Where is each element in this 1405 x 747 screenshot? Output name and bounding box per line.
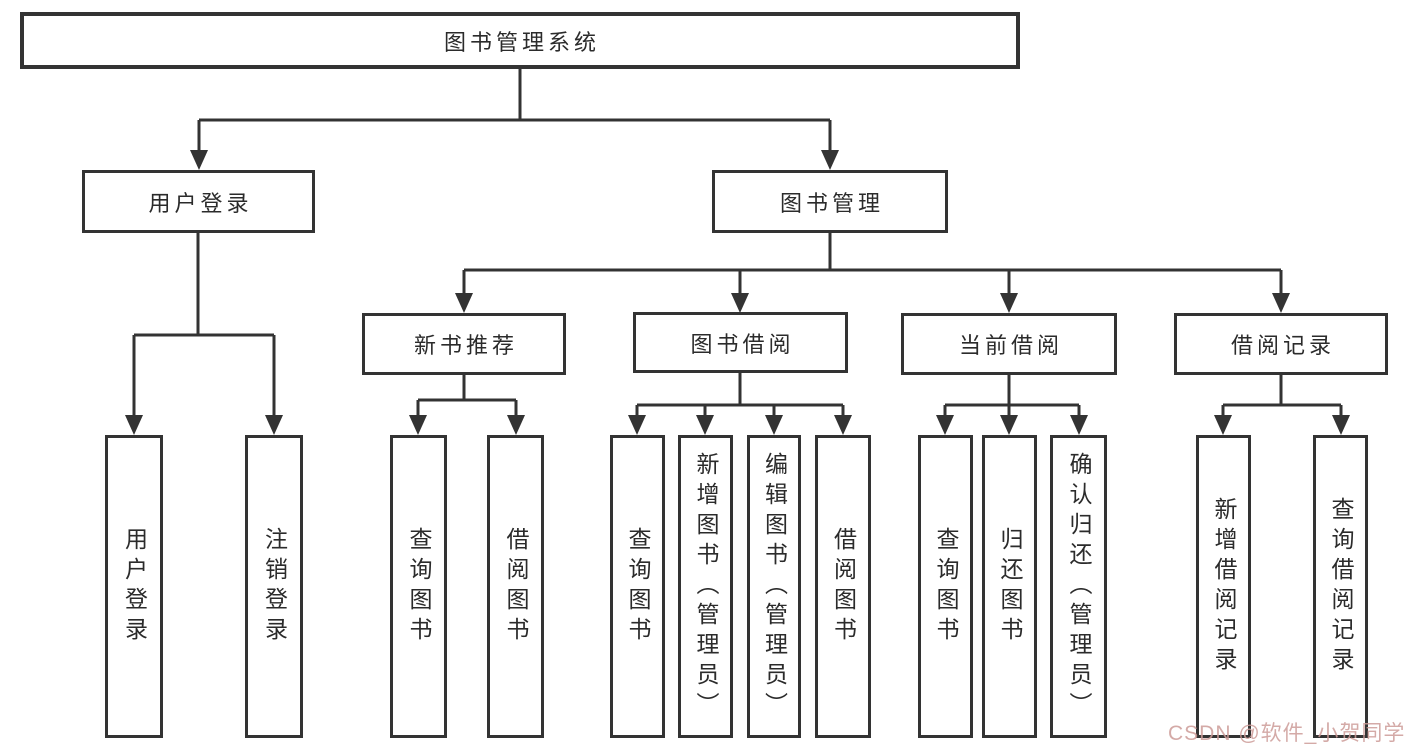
leaf-query-book-rec: 查询图书 — [390, 435, 447, 738]
node-borrow-records: 借阅记录 — [1174, 313, 1388, 375]
leaf-query-borrow-record-label: 查询借阅记录 — [1328, 496, 1354, 677]
leaf-edit-book: 编辑图书（管理员） — [747, 435, 801, 738]
arrow-down-icon — [1000, 415, 1018, 435]
leaf-add-book-label: 新增图书（管理员） — [693, 451, 719, 722]
arrow-down-icon — [507, 415, 525, 435]
leaf-return-book: 归还图书 — [982, 435, 1037, 738]
leaf-user-login-label: 用户登录 — [121, 526, 148, 647]
leaf-logout-label: 注销登录 — [261, 526, 288, 647]
arrow-down-icon — [1214, 415, 1232, 435]
arrow-down-icon — [1000, 293, 1018, 313]
node-new-book-rec: 新书推荐 — [362, 313, 566, 375]
leaf-user-login: 用户登录 — [105, 435, 163, 738]
node-borrow-records-label: 借阅记录 — [1230, 333, 1335, 358]
leaf-borrow-book-rec: 借阅图书 — [487, 435, 544, 738]
arrow-down-icon — [125, 415, 143, 435]
arrow-down-icon — [936, 415, 954, 435]
leaf-query-book-rec-label: 查询图书 — [406, 526, 432, 647]
leaf-borrow-book-borrow: 借阅图书 — [815, 435, 871, 738]
arrow-down-icon — [765, 415, 783, 435]
node-root: 图书管理系统 — [20, 12, 1020, 69]
leaf-confirm-return-label: 确认归还（管理员） — [1066, 451, 1092, 722]
arrow-down-icon — [1070, 415, 1088, 435]
arrow-down-icon — [1332, 415, 1350, 435]
connector-book-borrow — [635, 373, 845, 417]
leaf-query-book-borrow-label: 查询图书 — [625, 526, 651, 647]
leaf-add-book: 新增图书（管理员） — [678, 435, 733, 738]
leaf-confirm-return: 确认归还（管理员） — [1050, 435, 1107, 738]
arrow-down-icon — [409, 415, 427, 435]
connector-borrow-records — [1221, 375, 1343, 417]
arrow-down-icon — [455, 293, 473, 313]
leaf-add-borrow-record-label: 新增借阅记录 — [1211, 496, 1237, 677]
connector-user-login — [132, 233, 276, 417]
leaf-add-borrow-record: 新增借阅记录 — [1196, 435, 1251, 738]
node-user-login: 用户登录 — [82, 170, 315, 233]
arrow-down-icon — [696, 415, 714, 435]
leaf-query-borrow-record: 查询借阅记录 — [1313, 435, 1368, 738]
node-current-borrow-label: 当前借阅 — [958, 333, 1063, 358]
leaf-borrow-book-rec-label: 借阅图书 — [503, 526, 529, 647]
connector-current-borrow — [943, 375, 1081, 417]
arrow-down-icon — [628, 415, 646, 435]
leaf-edit-book-label: 编辑图书（管理员） — [761, 451, 788, 722]
arrow-down-icon — [1272, 293, 1290, 313]
connector-book-mgmt — [462, 233, 1283, 295]
arrow-down-icon — [821, 150, 839, 170]
leaf-borrow-book-borrow-label: 借阅图书 — [830, 526, 857, 647]
node-book-borrow: 图书借阅 — [633, 312, 848, 373]
node-user-login-label: 用户登录 — [148, 190, 253, 216]
arrow-down-icon — [731, 293, 749, 313]
leaf-logout: 注销登录 — [245, 435, 303, 738]
arrow-down-icon — [190, 150, 208, 170]
node-book-borrow-label: 图书借阅 — [690, 331, 795, 357]
node-book-mgmt-label: 图书管理 — [779, 190, 884, 216]
arrow-down-icon — [834, 415, 852, 435]
leaf-query-book-current: 查询图书 — [918, 435, 973, 738]
arrow-down-icon — [265, 415, 283, 435]
node-current-borrow: 当前借阅 — [901, 313, 1117, 375]
connector-new-book-rec — [416, 375, 518, 417]
leaf-query-book-borrow: 查询图书 — [610, 435, 665, 738]
connector-root — [197, 69, 832, 152]
leaf-query-book-current-label: 查询图书 — [933, 526, 959, 647]
node-root-label: 图书管理系统 — [443, 29, 600, 55]
leaf-return-book-label: 归还图书 — [997, 526, 1023, 647]
node-new-book-rec-label: 新书推荐 — [413, 333, 518, 358]
node-book-mgmt: 图书管理 — [712, 170, 948, 233]
